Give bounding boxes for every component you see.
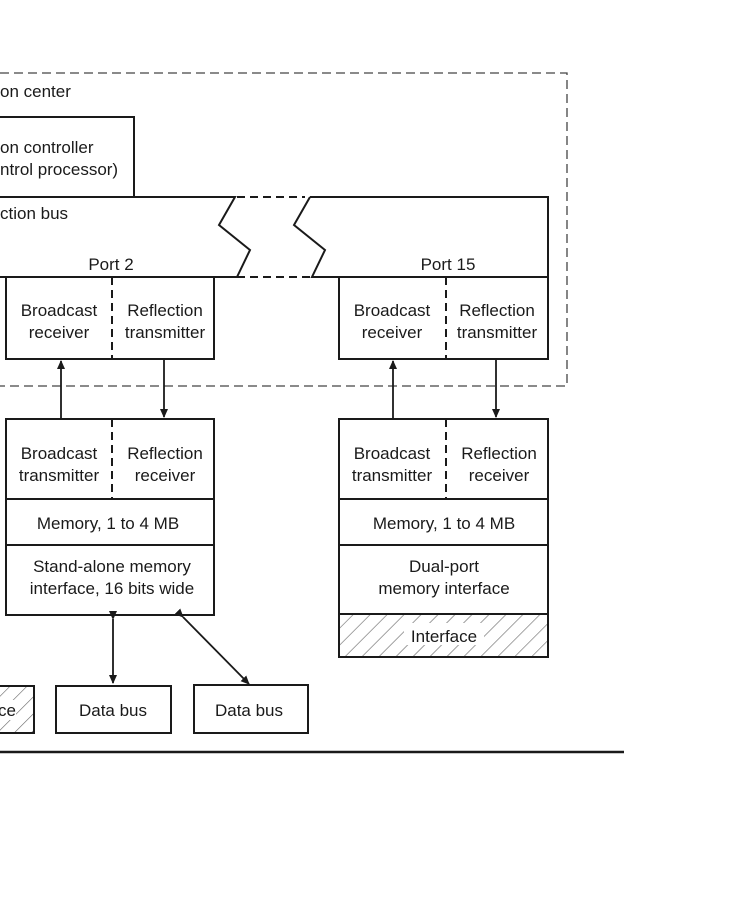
data-bus-box-1: Data bus bbox=[55, 685, 172, 734]
reflection-bus-right bbox=[292, 196, 549, 278]
arrow-data-bus-2 bbox=[174, 608, 250, 685]
broadcast-receiver-label: receiver bbox=[362, 323, 423, 342]
port-15-label: Port 15 bbox=[421, 255, 476, 274]
controller-box bbox=[0, 116, 135, 197]
node-port-2: Broadcast transmitter Reflection receive… bbox=[5, 418, 215, 616]
broadcast-receiver-label: Broadcast bbox=[354, 301, 431, 320]
memory-label: Memory, 1 to 4 MB bbox=[37, 514, 179, 533]
port-15-interface: Broadcast receiver Reflection transmitte… bbox=[338, 276, 549, 360]
broadcast-receiver-label: receiver bbox=[29, 323, 90, 342]
port-2-interface: Broadcast receiver Reflection transmitte… bbox=[5, 276, 215, 360]
broadcast-transmitter-label: Broadcast bbox=[21, 444, 98, 463]
data-bus-label: Data bus bbox=[215, 701, 283, 720]
reflection-receiver-label: Reflection bbox=[127, 444, 203, 463]
reflection-receiver-label: Reflection bbox=[461, 444, 537, 463]
communication-center-boundary bbox=[0, 72, 568, 387]
reflection-bus-label: ction bus bbox=[0, 204, 68, 223]
hatched-interface bbox=[338, 613, 549, 658]
reflection-receiver-label: receiver bbox=[135, 466, 196, 485]
controller-label-line1: on controller bbox=[0, 138, 94, 157]
reflection-receiver-label: receiver bbox=[469, 466, 530, 485]
broadcast-receiver-label: Broadcast bbox=[21, 301, 98, 320]
node-port-15: Broadcast transmitter Reflection receive… bbox=[338, 418, 549, 658]
memory-interface-label: memory interface bbox=[378, 579, 509, 598]
port-2-label: Port 2 bbox=[88, 255, 133, 274]
memory-interface-label: Dual-port bbox=[409, 557, 479, 576]
reflection-transmitter-label: Reflection bbox=[459, 301, 535, 320]
data-bus-label: Data bus bbox=[79, 701, 147, 720]
controller-label-line2: ntrol processor) bbox=[0, 160, 118, 179]
memory-interface-label: interface, 16 bits wide bbox=[30, 579, 194, 598]
reflection-transmitter-label: Reflection bbox=[127, 301, 203, 320]
broadcast-transmitter-label: transmitter bbox=[19, 466, 100, 485]
reflection-transmitter-label: transmitter bbox=[125, 323, 206, 342]
partial-hatched-label: ce bbox=[0, 701, 16, 720]
broadcast-transmitter-label: Broadcast bbox=[354, 444, 431, 463]
memory-label: Memory, 1 to 4 MB bbox=[373, 514, 515, 533]
memory-interface-label: Stand-alone memory bbox=[33, 557, 191, 576]
reflection-transmitter-label: transmitter bbox=[457, 323, 538, 342]
hatched-interface-label: Interface bbox=[411, 627, 477, 646]
broadcast-transmitter-label: transmitter bbox=[352, 466, 433, 485]
data-bus-box-2: Data bus bbox=[193, 684, 309, 734]
partial-hatched-box: ce bbox=[0, 685, 35, 734]
communication-center-label: on center bbox=[0, 82, 71, 101]
